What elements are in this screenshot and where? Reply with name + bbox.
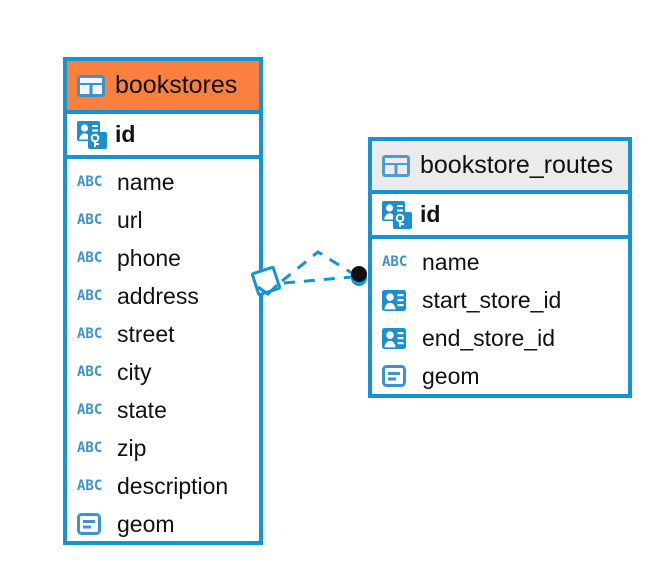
primary-key-icon bbox=[77, 120, 107, 149]
circle-marker-ring bbox=[351, 270, 367, 286]
field-label: id bbox=[115, 121, 136, 147]
field-row-start-store-id[interactable]: start_store_id bbox=[372, 281, 628, 319]
field-row-phone[interactable]: ABC phone bbox=[67, 239, 259, 277]
field-label: name bbox=[117, 168, 175, 195]
entity-header-bookstore-routes[interactable]: bookstore_routes bbox=[372, 141, 628, 190]
field-label: phone bbox=[117, 244, 181, 271]
entity-title: bookstores bbox=[115, 71, 238, 99]
primary-key-icon bbox=[382, 200, 412, 229]
foreign-key-icon bbox=[382, 327, 413, 349]
field-list-bookstores: ABC name ABC url ABC phone ABC address A… bbox=[67, 159, 259, 549]
abc-icon: ABC bbox=[77, 288, 103, 304]
abc-icon: ABC bbox=[77, 364, 103, 380]
field-row-geom[interactable]: geom bbox=[372, 357, 628, 395]
field-label: geom bbox=[422, 362, 480, 389]
entity-bookstores[interactable]: bookstores id bbox=[63, 57, 263, 545]
field-label: address bbox=[117, 282, 199, 309]
abc-icon: ABC bbox=[382, 254, 408, 270]
field-label: name bbox=[422, 248, 480, 275]
field-row-address[interactable]: ABC address bbox=[67, 277, 259, 315]
field-label: zip bbox=[117, 434, 147, 461]
field-row-zip[interactable]: ABC zip bbox=[67, 429, 259, 467]
field-label: city bbox=[117, 358, 152, 385]
field-label: start_store_id bbox=[422, 286, 562, 313]
field-row-primary-key[interactable]: id bbox=[372, 190, 628, 239]
abc-icon: ABC bbox=[77, 440, 103, 456]
field-label: end_store_id bbox=[422, 324, 555, 351]
geometry-icon bbox=[77, 513, 108, 535]
entity-header-bookstores[interactable]: bookstores bbox=[67, 61, 259, 110]
foreign-key-icon bbox=[382, 289, 413, 311]
table-icon bbox=[382, 154, 410, 177]
field-row-state[interactable]: ABC state bbox=[67, 391, 259, 429]
abc-icon: ABC bbox=[77, 212, 103, 228]
field-label: geom bbox=[117, 510, 175, 537]
field-row-end-store-id[interactable]: end_store_id bbox=[372, 319, 628, 357]
abc-icon: ABC bbox=[77, 402, 103, 418]
field-row-primary-key[interactable]: id bbox=[67, 110, 259, 159]
field-row-name[interactable]: ABC name bbox=[67, 163, 259, 201]
geometry-icon bbox=[382, 365, 413, 387]
field-label: url bbox=[117, 206, 143, 233]
abc-icon: ABC bbox=[77, 326, 103, 342]
field-row-street[interactable]: ABC street bbox=[67, 315, 259, 353]
table-icon bbox=[77, 74, 105, 97]
relationship-line-upper bbox=[281, 250, 356, 283]
relationship-line-lower bbox=[283, 275, 353, 285]
abc-icon: ABC bbox=[77, 478, 103, 494]
filled-circle-marker bbox=[351, 266, 367, 282]
abc-icon: ABC bbox=[77, 250, 103, 266]
entity-title: bookstore_routes bbox=[420, 151, 614, 179]
entity-bookstore-routes[interactable]: bookstore_routes id bbox=[368, 137, 632, 398]
field-label: id bbox=[420, 201, 441, 227]
field-label: state bbox=[117, 396, 167, 423]
abc-icon: ABC bbox=[77, 174, 103, 190]
field-row-geom[interactable]: geom bbox=[67, 505, 259, 543]
field-row-name[interactable]: ABC name bbox=[372, 243, 628, 281]
field-list-bookstore-routes: ABC name start_store_id bbox=[372, 239, 628, 401]
field-label: description bbox=[117, 472, 229, 499]
field-row-description[interactable]: ABC description bbox=[67, 467, 259, 505]
field-row-city[interactable]: ABC city bbox=[67, 353, 259, 391]
field-label: street bbox=[117, 320, 175, 347]
field-row-url[interactable]: ABC url bbox=[67, 201, 259, 239]
